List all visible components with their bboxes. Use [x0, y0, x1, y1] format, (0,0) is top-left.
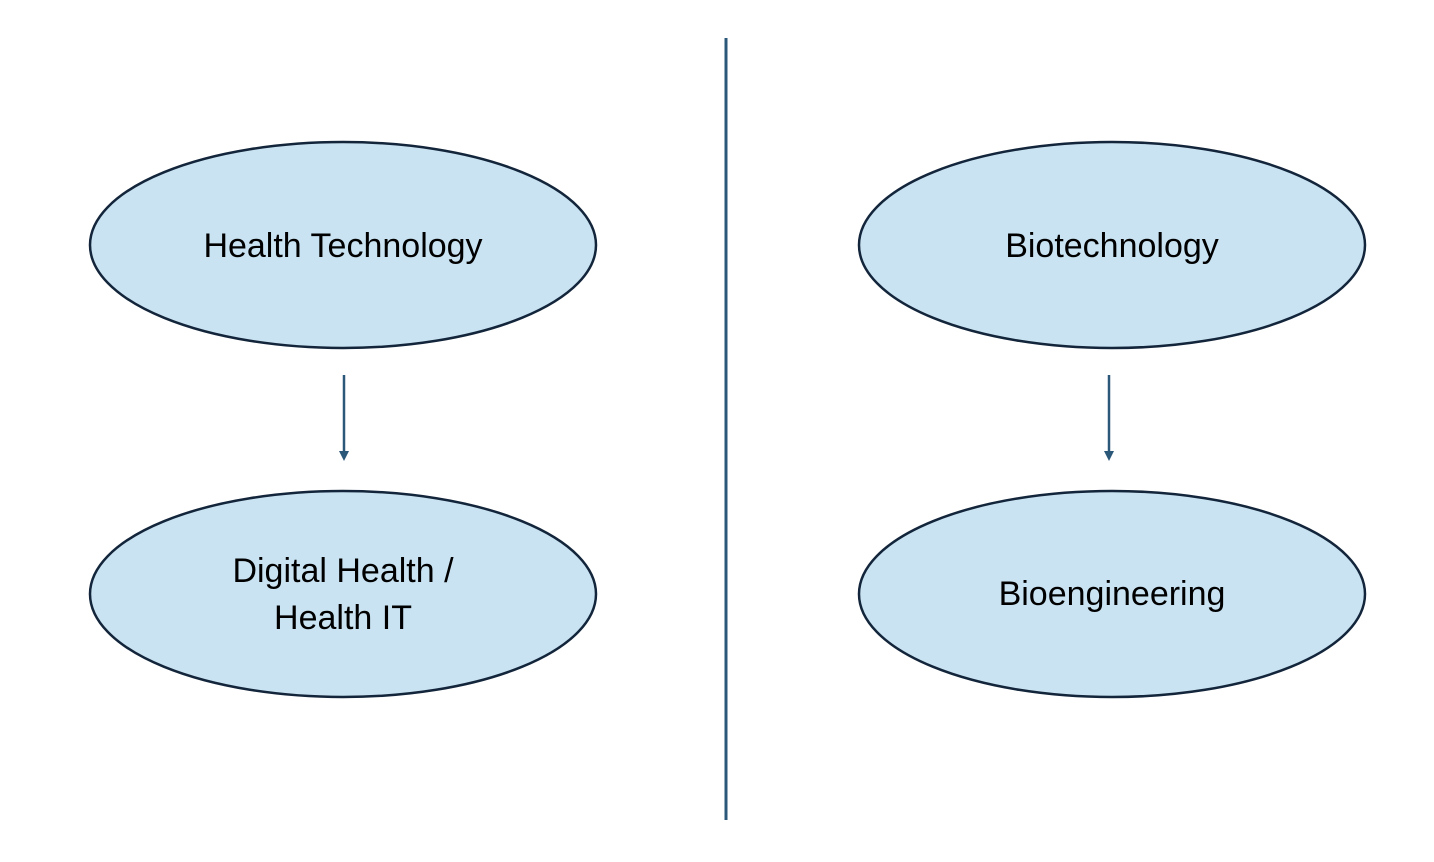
node-health-technology: Health Technology: [88, 140, 598, 350]
node-shape: [857, 140, 1367, 350]
node-label-line-2: Health IT: [274, 599, 412, 637]
node-shape: [88, 489, 598, 699]
node-label: Health Technology: [203, 227, 482, 265]
node-label: Bioengineering: [999, 575, 1226, 613]
node-label: Biotechnology: [1005, 227, 1219, 265]
node-digital-health-health-it: Digital Health / Health IT: [88, 489, 598, 699]
node-shape: [857, 489, 1367, 699]
node-label-line-1: Digital Health /: [232, 552, 454, 590]
node-biotechnology: Biotechnology: [857, 140, 1367, 350]
node-shape: [88, 140, 598, 350]
node-bioengineering: Bioengineering: [857, 489, 1367, 699]
